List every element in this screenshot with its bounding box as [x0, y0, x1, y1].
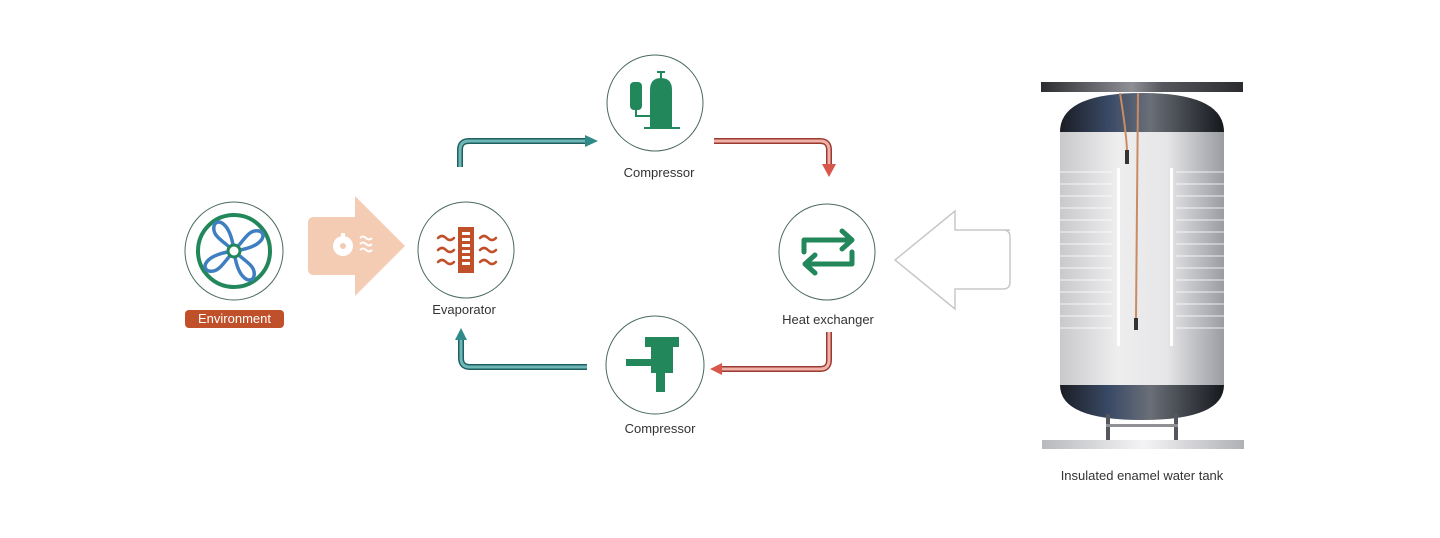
wind-lines-icon [359, 235, 373, 253]
water-tank-label: Insulated enamel water tank [1060, 468, 1224, 483]
compressor-icon [630, 71, 680, 129]
heat-transfer-arrow [893, 209, 1011, 311]
environment-node [184, 201, 284, 301]
evaporator-coil-icon [436, 227, 498, 273]
compressor-top-node [606, 54, 704, 152]
heat-exchanger-circle [778, 203, 876, 301]
expansion-valve-icon [626, 337, 679, 392]
pipe-compressor-to-evap [455, 328, 587, 370]
pipe-evap-to-compressor [457, 135, 598, 167]
fan-icon [333, 233, 353, 256]
airflow-arrow-icon [308, 196, 405, 296]
heat-exchanger-node [778, 203, 876, 301]
compressor-bottom-label: Compressor [624, 421, 696, 436]
pipe-exchanger-to-compressor [710, 332, 832, 375]
evaporator-label: Evaporator [432, 302, 496, 317]
environment-label: Environment [185, 310, 284, 328]
compressor-top-label: Compressor [623, 165, 695, 180]
compressor-bottom-node [605, 315, 705, 415]
exchange-arrows-icon [801, 228, 855, 276]
heat-exchanger-label: Heat exchanger [782, 312, 874, 327]
pipe-compressor-to-exchanger [714, 138, 836, 177]
evaporator-node [417, 201, 515, 299]
fan-icon [196, 213, 272, 289]
water-tank-illustration [1041, 82, 1244, 449]
